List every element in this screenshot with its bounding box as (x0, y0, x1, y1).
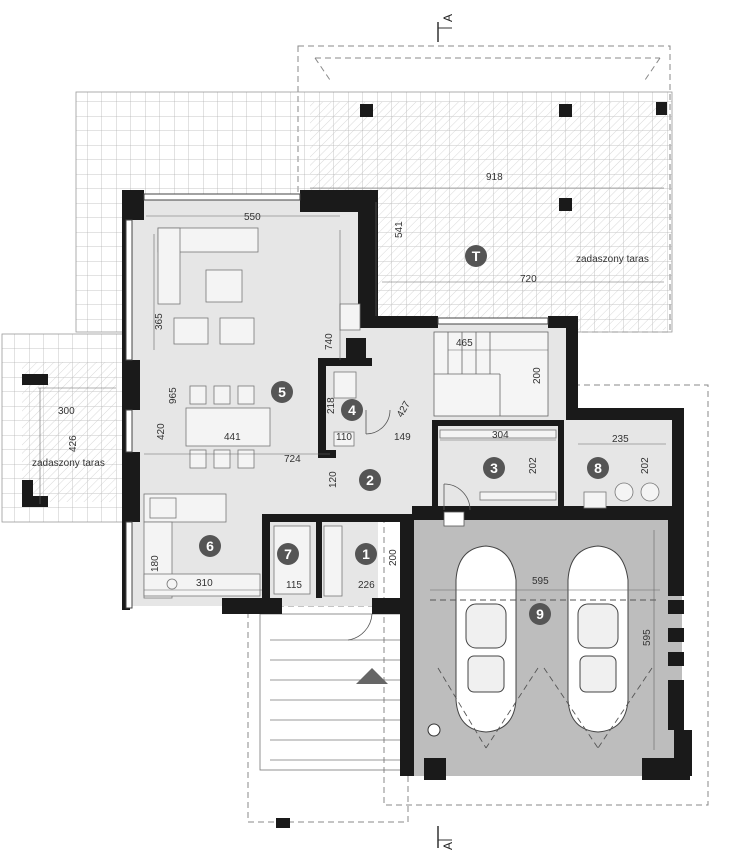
room-badge-3: 3 (490, 460, 498, 476)
covered-terrace-left-hatch (22, 362, 116, 502)
doors (347, 409, 471, 641)
dim-426: 426 (68, 435, 79, 452)
car-right-icon (567, 545, 629, 733)
dim-218: 218 (326, 397, 337, 414)
furniture (143, 227, 660, 599)
dim-420: 420 (156, 423, 167, 440)
car-left-icon (455, 545, 517, 733)
dim-724: 724 (284, 454, 301, 465)
garage-doors (430, 599, 660, 749)
dim-200a: 200 (532, 367, 543, 384)
walls (122, 190, 692, 828)
dim-202b: 202 (640, 457, 651, 474)
dim-740: 740 (324, 333, 335, 350)
dim-235: 235 (612, 434, 629, 445)
dim-918: 918 (486, 172, 503, 183)
room-badge-T: T (472, 248, 481, 264)
room-badge-2: 2 (366, 472, 374, 488)
dim-965: 965 (168, 387, 179, 404)
label-covered-terrace-left: zadaszony taras (32, 458, 105, 469)
section-line (437, 22, 452, 848)
dim-149: 149 (394, 432, 411, 443)
dim-120: 120 (328, 471, 339, 488)
staircase (433, 331, 549, 417)
room-badge-5: 5 (278, 384, 286, 400)
dim-595-vertical: 595 (642, 629, 653, 646)
dim-720: 720 (520, 274, 537, 285)
entrance-steps (259, 613, 403, 771)
dim-365: 365 (154, 313, 165, 330)
dim-300: 300 (58, 406, 75, 417)
room-badge-1: 1 (362, 546, 370, 562)
windows (125, 193, 549, 609)
dim-226: 226 (358, 580, 375, 591)
dim-541: 541 (394, 221, 405, 238)
room-badge-9: 9 (536, 606, 544, 622)
room-badge-8: 8 (594, 460, 602, 476)
dimension-lines (38, 187, 666, 750)
dim-595-horizontal: 595 (532, 576, 549, 587)
terrace-pillars (22, 102, 667, 507)
room-badge-6: 6 (206, 538, 214, 554)
dim-180: 180 (150, 555, 161, 572)
drain-icon (427, 723, 441, 737)
label-covered-terrace: zadaszony taras (576, 254, 649, 265)
room-badge-4: 4 (348, 402, 356, 418)
dim-202a: 202 (528, 457, 539, 474)
room-badge-7: 7 (284, 546, 292, 562)
dim-310: 310 (196, 578, 213, 589)
entrance-arrow-icon (356, 668, 388, 684)
dim-200b: 200 (388, 549, 399, 566)
dim-550: 550 (244, 212, 261, 223)
dim-465: 465 (456, 338, 473, 349)
dim-110: 110 (336, 432, 352, 443)
dim-304: 304 (492, 430, 509, 441)
section-mark-top: A (441, 14, 455, 22)
dim-441: 441 (224, 432, 241, 443)
room-badges (199, 245, 609, 625)
dim-115: 115 (286, 580, 302, 591)
section-mark-bottom: A (441, 842, 455, 850)
